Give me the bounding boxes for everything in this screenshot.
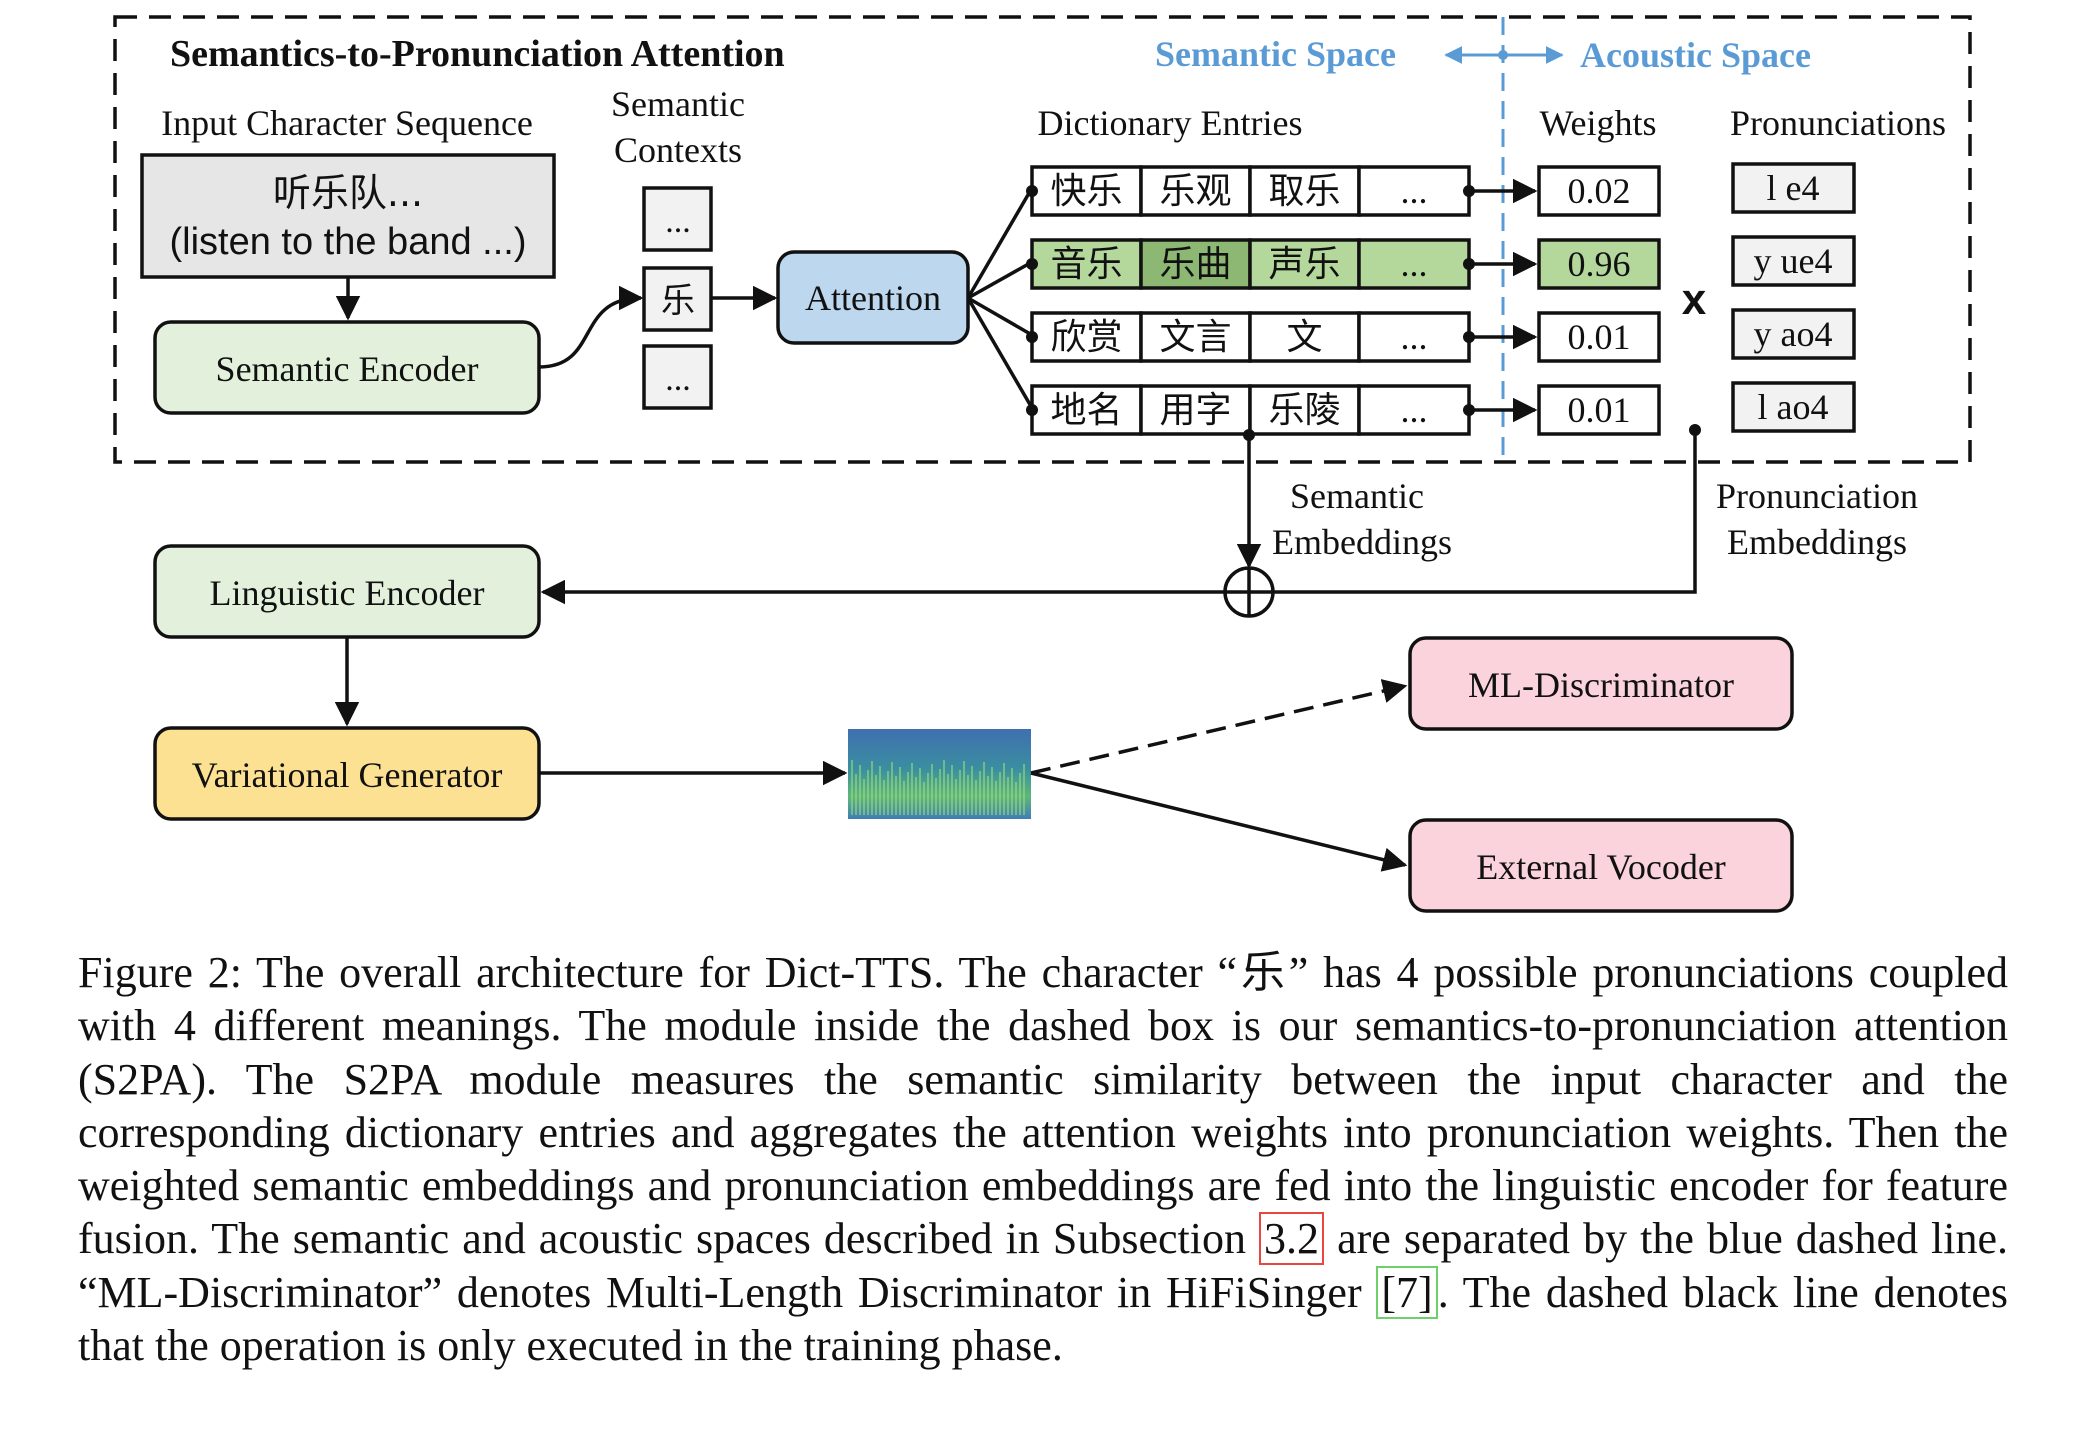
semantic-embeddings-label-line2: Embeddings [1272, 522, 1452, 562]
attention-fan-line-1 [966, 187, 1034, 299]
pronunciation-value: l e4 [1767, 168, 1820, 208]
dictionary-entries-label: Dictionary Entries [1038, 103, 1303, 143]
context-cell-target-text: 乐 [661, 281, 695, 321]
caption-part2: are separated by the blue dashed line. “… [78, 1214, 2009, 1317]
pronunciation-value: y ue4 [1754, 241, 1833, 281]
external-vocoder-label: External Vocoder [1476, 847, 1726, 887]
dictionary-cell-text: ... [1401, 244, 1428, 284]
weight-box [1537, 238, 1661, 290]
semantic-space-label: Semantic Space [1155, 34, 1396, 74]
ml-discriminator-label: ML-Discriminator [1468, 665, 1734, 705]
dictionary-cell-text: 快乐 [1050, 171, 1122, 212]
dictionary-cell-text: ... [1401, 390, 1428, 430]
pronunciation-value: l ao4 [1758, 387, 1829, 427]
pronunciation-embeddings-label-line1: Pronunciation [1716, 476, 1918, 516]
pronunciation-box [1731, 162, 1856, 214]
dictionary-cell [1357, 384, 1471, 436]
row-input-dot [1026, 185, 1038, 197]
pronunciation-value: y ao4 [1754, 314, 1833, 354]
input-sequence-box [140, 153, 556, 279]
external-vocoder-box [1408, 818, 1794, 913]
s2pa-module-box [113, 15, 1972, 464]
input-sequence-label: Input Character Sequence [161, 103, 533, 143]
mel-to-vocoder-arrow [1030, 771, 1408, 872]
subsection-ref-link[interactable]: 3.2 [1259, 1212, 1325, 1266]
dictionary-entries-table: 快乐乐观取乐... 音乐乐曲声乐... 欣赏文言 文... 地名用字乐陵... [1026, 165, 1538, 436]
figure-caption: Figure 2: The overall architecture for D… [78, 946, 2008, 1372]
weight-box [1537, 165, 1661, 217]
pronunciation-box [1731, 381, 1856, 433]
weight-value: 0.02 [1568, 171, 1631, 211]
attention-fan-line-2 [967, 260, 1033, 300]
input-text-chinese: 听乐队... [273, 171, 423, 215]
input-text-english: (listen to the band ...) [170, 221, 527, 263]
dictionary-cell-text: 用字 [1159, 390, 1231, 431]
dictionary-cell-text: 声乐 [1268, 244, 1340, 285]
dictionary-cell-text: 乐观 [1159, 171, 1231, 212]
attention-label: Attention [805, 278, 941, 318]
dictionary-cell-text: 乐陵 [1268, 390, 1340, 431]
dictionary-cell [1357, 165, 1471, 217]
dictionary-cell-text: 地名 [1050, 390, 1122, 431]
row-input-dot [1026, 404, 1038, 416]
dictionary-cell [1139, 238, 1252, 290]
mel-to-discriminator-dashed-arrow [1030, 679, 1408, 775]
attention-fan-line-4 [966, 297, 1034, 409]
pronunciations-label: Pronunciations [1730, 103, 1946, 143]
dictionary-cell [1248, 238, 1361, 290]
pronunciation-box [1731, 235, 1856, 287]
dictionary-cell [1357, 311, 1471, 363]
linguistic-encoder-label: Linguistic Encoder [210, 573, 485, 613]
citation-ref-link[interactable]: [7] [1376, 1265, 1438, 1319]
dictionary-cell-text: 乐曲 [1159, 244, 1231, 285]
dictionary-cell-text: ... [1401, 317, 1428, 357]
weight-value: 0.01 [1568, 317, 1631, 357]
dictionary-cell [1357, 238, 1471, 290]
dictionary-cell [1248, 384, 1361, 436]
mel-spectrogram-image [848, 729, 1031, 819]
dictionary-cell-text: ... [1401, 171, 1428, 211]
weight-value: 0.01 [1568, 390, 1631, 430]
attention-fan-line-3 [967, 296, 1033, 337]
context-cell-above [642, 186, 713, 252]
ml-discriminator-box [1408, 636, 1794, 731]
context-cell-below-text: ... [665, 361, 691, 398]
dictionary-cell-text: 文 [1286, 317, 1322, 358]
dictionary-cell [1030, 238, 1143, 290]
semantic-encoder-label: Semantic Encoder [216, 349, 479, 389]
pronunciations-column: l e4 y ue4 y ao4 l ao4 [1731, 162, 1856, 433]
dictionary-cell-text: 欣赏 [1050, 317, 1122, 358]
weights-label: Weights [1539, 103, 1656, 143]
dictionary-cell-text: 音乐 [1050, 244, 1122, 285]
dictionary-cell-text: 文言 [1159, 317, 1231, 358]
weights-column: 0.02 0.96 0.01 0.01 [1537, 165, 1661, 436]
caption-part1: Figure 2: The overall architecture for D… [78, 948, 2008, 1264]
pronunciation-embeddings-line [1273, 430, 1697, 594]
dictionary-cell-text: 取乐 [1268, 171, 1340, 212]
pronunciation-embeddings-label-line2: Embeddings [1727, 522, 1907, 562]
pronunciation-box [1731, 308, 1856, 360]
row-input-dot [1026, 331, 1038, 343]
variational-generator-label: Variational Generator [192, 755, 503, 795]
space-arrow-center-dot [1498, 50, 1508, 60]
context-cell-below [642, 344, 713, 410]
architecture-diagram: Semantics-to-Pronunciation Attention Sem… [113, 15, 1972, 913]
semantic-contexts-label-line2: Contexts [614, 130, 742, 170]
encoder-to-context-arrow [538, 285, 644, 369]
context-cell-above-text: ... [665, 203, 691, 240]
caption-part3: . The dashed black line denotes that the… [78, 1267, 2009, 1371]
weight-box [1537, 384, 1661, 436]
row-input-dot [1026, 258, 1038, 270]
acoustic-space-label: Acoustic Space [1580, 35, 1811, 75]
multiply-symbol: x [1682, 275, 1707, 324]
semantic-contexts-label-line1: Semantic [611, 84, 745, 124]
s2pa-title: Semantics-to-Pronunciation Attention [170, 33, 785, 75]
weight-box [1537, 311, 1661, 363]
weight-value: 0.96 [1568, 244, 1631, 284]
semantic-embeddings-label-line1: Semantic [1290, 476, 1424, 516]
